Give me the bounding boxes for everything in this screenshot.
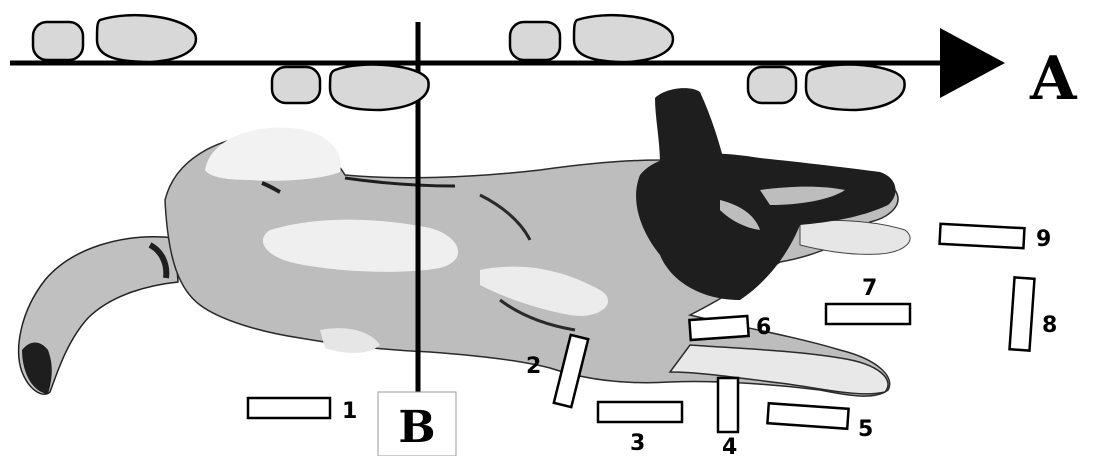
sensor-9-number: 9 [1036,227,1051,252]
sensor-4-number: 4 [722,435,737,456]
dog-front-leg [670,345,888,394]
sensor-7: 7 [826,276,910,324]
sensor-1-number: 1 [342,399,357,424]
footprint-1 [33,15,196,62]
sensor-6: 6 [689,315,771,340]
footprint-3 [510,15,673,62]
sensor-3: 3 [598,402,682,456]
sensor-2-number: 2 [526,354,541,379]
dog-ear [655,88,725,169]
sensor-4: 4 [718,378,738,456]
axis-b-label-box: B [378,392,456,456]
sensor-3-number: 3 [630,431,645,456]
footprint-2 [272,65,429,110]
axis-a-label: A [1029,44,1078,114]
sensor-5-number: 5 [858,417,873,442]
sensor-7-number: 7 [862,276,877,301]
dog-hip-patch [205,128,341,181]
sensor-9: 9 [940,224,1052,252]
sensor-1: 1 [248,398,357,424]
axis-b-label: B [398,402,435,453]
footprint-4 [748,65,905,110]
sensor-8: 8 [1010,277,1058,350]
sensor-8-number: 8 [1042,313,1057,338]
dog-illustration [19,88,910,396]
axis-a-arrowhead [940,28,1005,98]
dog-tail-tip [22,343,52,395]
sensor-5: 5 [767,403,873,442]
sensor-6-number: 6 [756,315,771,340]
